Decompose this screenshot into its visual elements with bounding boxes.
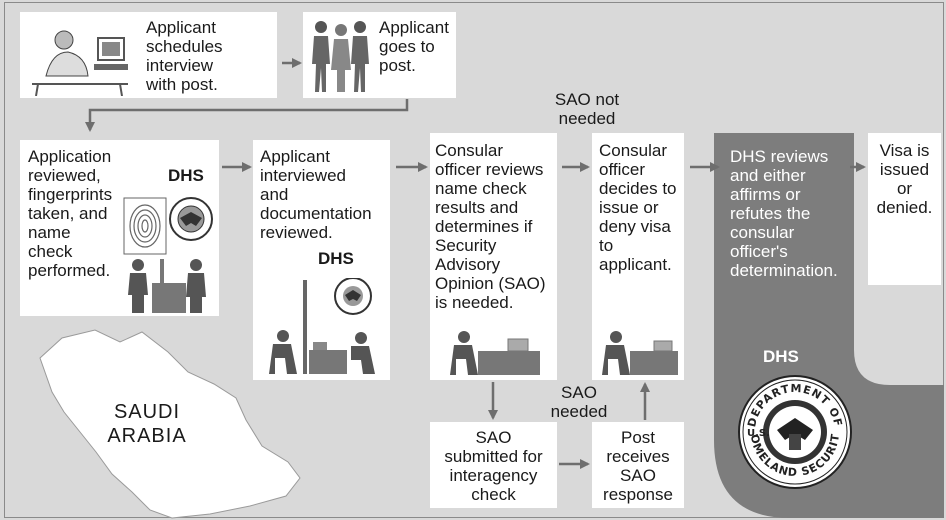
box-visa: Visa is issued or denied. (868, 133, 941, 285)
step-interviewed-text: Applicant interviewed and documentation … (260, 147, 372, 242)
box-decides: Consular officer decides to issue or den… (592, 133, 684, 380)
dhs-label: DHS (318, 249, 354, 268)
box-schedule: Applicant schedules interview with post. (20, 12, 277, 98)
officer-desk-icon (602, 331, 678, 375)
step-schedule-text: Applicant schedules interview with post. (146, 18, 223, 94)
step-visa-text: Visa is issued or denied. (876, 141, 933, 217)
dhs-label: DHS (168, 166, 204, 185)
step-sao-submitted-text: SAO submitted for interagency check (444, 428, 543, 504)
interview-desk-icon (269, 278, 375, 374)
step-dhs-reviews-text: DHS reviews and either affirms or refute… (730, 147, 838, 280)
box-application-reviewed: Application reviewed, fingerprints taken… (20, 140, 219, 316)
box-interviewed: Applicant interviewed and documentation … (253, 140, 390, 380)
map-label-saudi-arabia: SAUDI ARABIA (107, 401, 187, 447)
dhs-label: DHS (763, 347, 799, 366)
step-decides-text: Consular officer decides to issue or den… (599, 141, 677, 274)
label-sao-needed: SAO needed (550, 383, 608, 421)
step-goes-text: Applicant goes to post. (379, 18, 449, 75)
dhs-seal-small-icon (169, 197, 213, 241)
step-post-receives-text: Post receives SAO response (603, 428, 673, 504)
box-sao-submitted: SAO submitted for interagency check (430, 422, 557, 508)
people-walking-icon (312, 21, 369, 92)
fingerprinting-counter-icon (128, 259, 206, 313)
dhs-seal-large-icon: DEPARTMENT OF HOMELAND SECURITY U.S. (737, 374, 852, 489)
box-consular-reviews: Consular officer reviews name check resu… (430, 133, 557, 380)
box-post-receives: Post receives SAO response (592, 422, 684, 508)
box-goes-to-post: Applicant goes to post. (303, 12, 456, 98)
arrow-goes-to-reviewed (85, 99, 409, 132)
step-consular-reviews-text: Consular officer reviews name check resu… (435, 141, 546, 312)
step-reviewed-text: Application reviewed, fingerprints taken… (28, 147, 113, 280)
seal-text-left: U.S. (747, 428, 770, 439)
saudi-arabia-map (39, 329, 301, 519)
phone-computer-icon (32, 30, 128, 96)
officer-desk-icon (450, 331, 540, 375)
diagram-frame (4, 2, 944, 518)
fingerprint-icon (123, 197, 167, 255)
label-sao-not-needed: SAO not needed (554, 90, 620, 128)
